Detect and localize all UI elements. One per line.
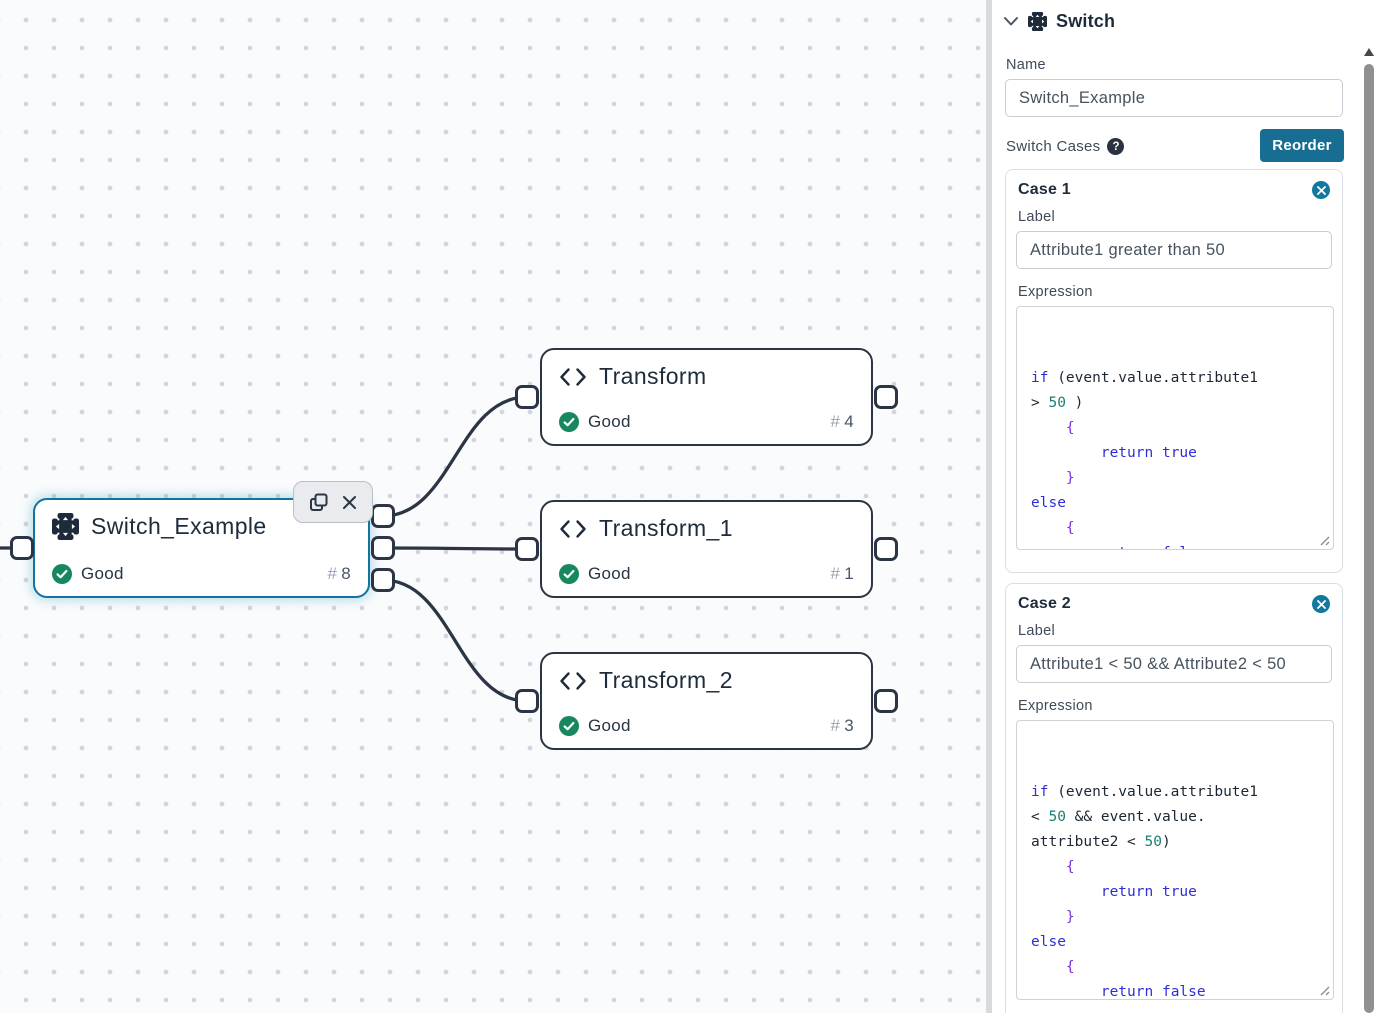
node-transform[interactable]: Transform Good #4 — [540, 348, 873, 446]
flow-canvas[interactable]: Switch_Example Good #8 Transform — [0, 0, 986, 1013]
status-good-icon — [52, 564, 72, 584]
switch-cases-row: Switch Cases ? — [1006, 138, 1125, 155]
node-transform-2[interactable]: Transform_2 Good #3 — [540, 652, 873, 750]
transform-input-handle[interactable] — [515, 385, 539, 409]
status-text: Good — [81, 564, 124, 583]
status-text: Good — [588, 412, 631, 431]
properties-panel: Switch Name Switch Cases ? Reorder Case … — [992, 0, 1363, 1013]
scrollbar-thumb[interactable] — [1364, 64, 1374, 1013]
resize-grip-icon[interactable] — [1320, 536, 1330, 546]
case-label-input[interactable] — [1016, 231, 1332, 269]
panel-title: Switch — [1056, 11, 1116, 31]
expression-label: Expression — [1018, 698, 1093, 714]
switch-output-handle-3[interactable] — [371, 568, 395, 592]
case-title: Case 2 — [1018, 595, 1071, 612]
switch-icon — [52, 513, 79, 540]
node-title: Transform_1 — [599, 515, 733, 541]
panel-scrollbar[interactable] — [1363, 0, 1375, 1013]
name-input[interactable] — [1005, 79, 1343, 117]
event-count: #3 — [830, 716, 854, 735]
close-icon — [1316, 599, 1326, 609]
code-icon — [560, 367, 586, 386]
case-title: Case 1 — [1018, 181, 1071, 198]
remove-case-button[interactable] — [1312, 181, 1330, 199]
code-icon — [560, 671, 586, 690]
reorder-button[interactable]: Reorder — [1260, 129, 1344, 162]
delete-node-button[interactable] — [342, 495, 357, 510]
duplicate-node-button[interactable] — [309, 493, 328, 512]
expression-editor[interactable]: if (event.value.attribute1> 50 ) { retur… — [1016, 306, 1334, 550]
resize-grip-icon[interactable] — [1320, 986, 1330, 996]
transform1-output-handle[interactable] — [874, 537, 898, 561]
switch-output-handle-1[interactable] — [371, 504, 395, 528]
expression-editor[interactable]: if (event.value.attribute1< 50 && event.… — [1016, 720, 1334, 1000]
node-title: Switch_Example — [91, 513, 267, 539]
copy-icon — [310, 493, 328, 511]
switch-cases-label: Switch Cases — [1006, 138, 1101, 155]
label-label: Label — [1018, 623, 1055, 639]
transform1-input-handle[interactable] — [515, 537, 539, 561]
close-icon — [1316, 185, 1326, 195]
status-good-icon — [559, 412, 579, 432]
scroll-up-arrow-icon[interactable] — [1364, 48, 1374, 56]
status-good-icon — [559, 564, 579, 584]
code-icon — [560, 519, 586, 538]
case-1-card: Case 1 Label Expression if (event.value.… — [1005, 169, 1343, 573]
node-title: Transform — [599, 363, 707, 389]
switch-input-handle[interactable] — [10, 536, 34, 560]
status-good-icon — [559, 716, 579, 736]
event-count: #4 — [830, 412, 854, 431]
chevron-down-icon — [1004, 17, 1018, 26]
event-count: #8 — [327, 564, 351, 583]
transform2-output-handle[interactable] — [874, 689, 898, 713]
expression-label: Expression — [1018, 284, 1093, 300]
event-count: #1 — [830, 564, 854, 583]
close-icon — [343, 495, 356, 509]
switch-output-handle-2[interactable] — [371, 536, 395, 560]
transform2-input-handle[interactable] — [515, 689, 539, 713]
node-toolbar — [293, 481, 373, 523]
case-label-input[interactable] — [1016, 645, 1332, 683]
panel-header: Switch — [1003, 11, 1115, 32]
collapse-button[interactable] — [1003, 16, 1019, 27]
status-text: Good — [588, 564, 631, 583]
help-icon[interactable]: ? — [1107, 138, 1125, 155]
node-transform-1[interactable]: Transform_1 Good #1 — [540, 500, 873, 598]
status-text: Good — [588, 716, 631, 735]
switch-icon — [1028, 12, 1047, 31]
name-label: Name — [1006, 57, 1046, 73]
remove-case-button[interactable] — [1312, 595, 1330, 613]
panel-divider — [986, 0, 992, 1013]
label-label: Label — [1018, 209, 1055, 225]
transform-output-handle[interactable] — [874, 385, 898, 409]
case-2-card: Case 2 Label Expression if (event.value.… — [1005, 583, 1343, 1013]
node-switch-example[interactable]: Switch_Example Good #8 — [33, 498, 370, 598]
node-title: Transform_2 — [599, 667, 733, 693]
